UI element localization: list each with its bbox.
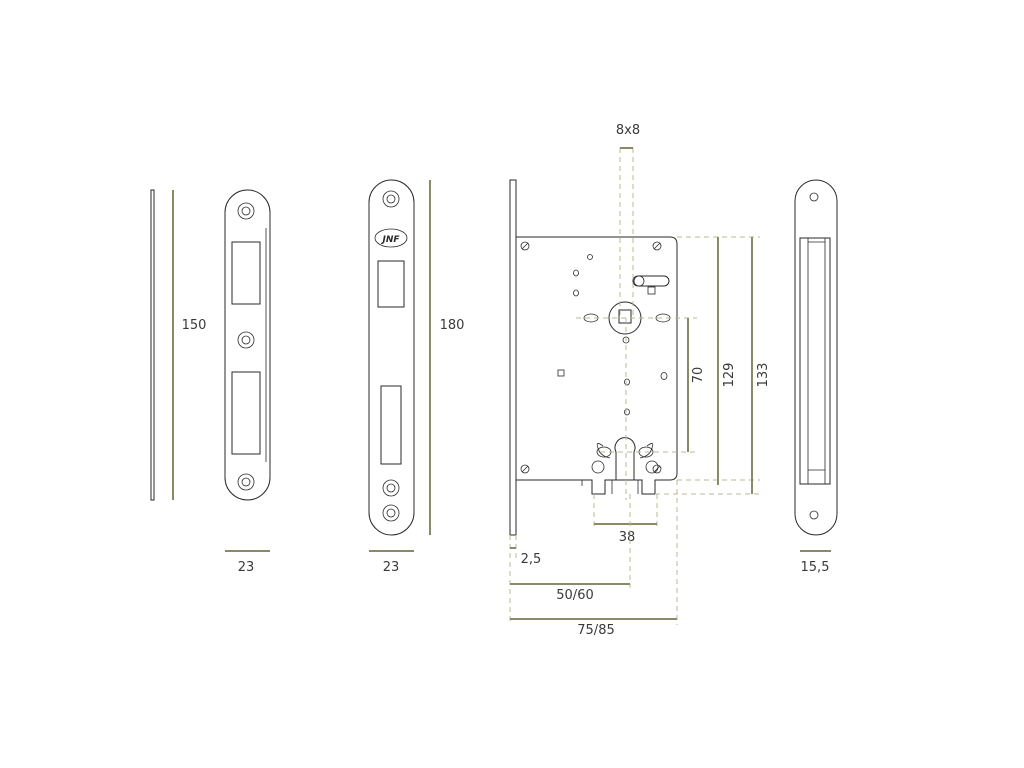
lock-body: [509, 179, 678, 536]
strike-plate-front: [224, 189, 271, 501]
logo-text: JNF: [380, 235, 400, 245]
dim-label-15-5: 15,5: [801, 560, 830, 575]
dim-label-50-60: 50/60: [556, 588, 593, 603]
dim-label-8x8: 8x8: [616, 123, 640, 138]
dim-label-75-85: 75/85: [577, 623, 614, 638]
dim-label-23-strike: 23: [238, 560, 255, 575]
dim-label-38: 38: [619, 530, 636, 545]
dim-label-70: 70: [691, 367, 706, 384]
keeper-plate: [794, 179, 838, 536]
dim-label-150: 150: [182, 318, 207, 333]
faceplate-front: JNF: [368, 179, 415, 536]
dim-label-133: 133: [756, 363, 771, 388]
strike-plate-profile: [150, 189, 155, 501]
dim-label-23-face: 23: [383, 560, 400, 575]
jnf-logo: JNF: [374, 228, 408, 248]
dim-label-129: 129: [722, 363, 737, 388]
dim-label-2-5: 2,5: [521, 552, 542, 567]
dim-label-180: 180: [440, 318, 465, 333]
